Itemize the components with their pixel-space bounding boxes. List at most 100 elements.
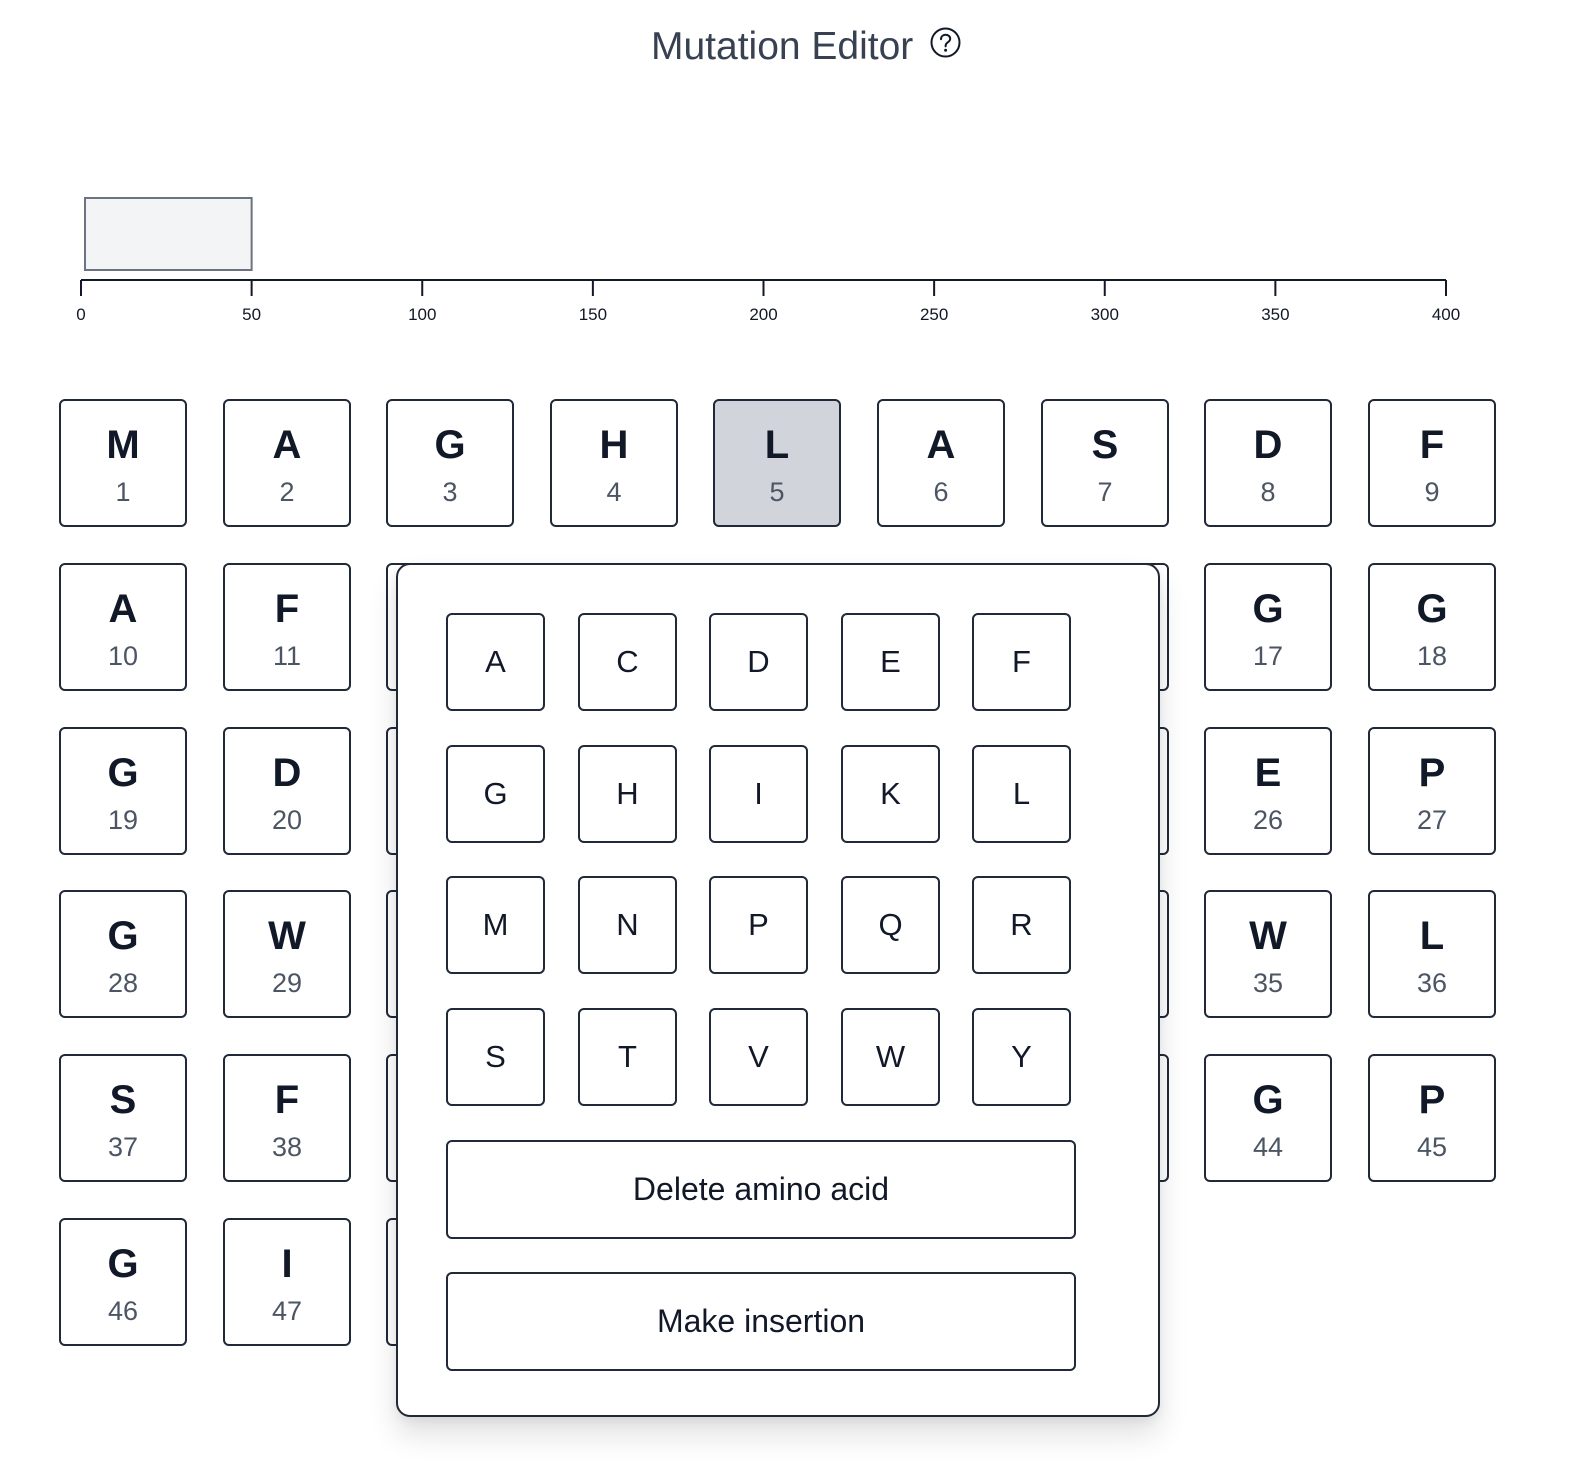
residue-position: 3 xyxy=(442,477,458,507)
residue-letter: G xyxy=(107,1242,139,1286)
residue-position: 38 xyxy=(271,1132,303,1162)
axis-tick-label: 150 xyxy=(579,305,607,324)
residue-letter: G xyxy=(1416,587,1448,631)
amino-acid-option-w[interactable]: W xyxy=(841,1008,940,1106)
residue-position: 28 xyxy=(107,968,139,998)
residue-letter: G xyxy=(1252,587,1284,631)
axis-tick-label: 0 xyxy=(76,305,85,324)
amino-acid-option-p[interactable]: P xyxy=(709,876,808,974)
residue-letter: G xyxy=(1252,1078,1284,1122)
residue-letter: F xyxy=(1419,423,1445,467)
amino-acid-option-i[interactable]: I xyxy=(709,745,808,843)
residue-position: 19 xyxy=(107,805,139,835)
residue-position: 20 xyxy=(271,805,303,835)
residue-letter: G xyxy=(434,423,466,467)
amino-acid-option-m[interactable]: M xyxy=(446,876,545,974)
residue-letter: P xyxy=(1418,751,1446,795)
residue-cell[interactable]: P 27 xyxy=(1368,727,1496,855)
residue-letter: I xyxy=(281,1242,293,1286)
amino-acid-option-d[interactable]: D xyxy=(709,613,808,711)
residue-letter: L xyxy=(1419,914,1445,958)
residue-letter: D xyxy=(272,751,302,795)
residue-letter: A xyxy=(926,423,956,467)
residue-cell[interactable]: G 17 xyxy=(1204,563,1332,691)
residue-cell[interactable]: W 29 xyxy=(223,890,351,1018)
residue-letter: L xyxy=(764,423,790,467)
residue-letter: S xyxy=(1091,423,1119,467)
amino-acid-option-l[interactable]: L xyxy=(972,745,1071,843)
amino-acid-option-q[interactable]: Q xyxy=(841,876,940,974)
axis-tick-label: 250 xyxy=(920,305,948,324)
amino-acid-option-r[interactable]: R xyxy=(972,876,1071,974)
residue-position: 10 xyxy=(107,641,139,671)
amino-acid-option-h[interactable]: H xyxy=(578,745,677,843)
amino-acid-option-f[interactable]: F xyxy=(972,613,1071,711)
residue-letter: D xyxy=(1253,423,1283,467)
residue-letter: A xyxy=(272,423,302,467)
amino-acid-option-e[interactable]: E xyxy=(841,613,940,711)
residue-position: 7 xyxy=(1097,477,1113,507)
residue-letter: F xyxy=(274,587,300,631)
residue-position: 17 xyxy=(1252,641,1284,671)
residue-position: 6 xyxy=(933,477,949,507)
residue-cell[interactable]: W 35 xyxy=(1204,890,1332,1018)
amino-acid-option-y[interactable]: Y xyxy=(972,1008,1071,1106)
amino-acid-option-a[interactable]: A xyxy=(446,613,545,711)
amino-acid-option-c[interactable]: C xyxy=(578,613,677,711)
axis-tick-label: 100 xyxy=(408,305,436,324)
residue-position: 9 xyxy=(1424,477,1440,507)
residue-cell[interactable]: I 47 xyxy=(223,1218,351,1346)
residue-letter: M xyxy=(106,423,140,467)
axis-tick-label: 200 xyxy=(749,305,777,324)
residue-letter: W xyxy=(1249,914,1287,958)
question-circle-icon[interactable] xyxy=(930,27,961,58)
amino-acid-option-s[interactable]: S xyxy=(446,1008,545,1106)
residue-letter: A xyxy=(108,587,138,631)
residue-position: 26 xyxy=(1252,805,1284,835)
residue-position: 27 xyxy=(1416,805,1448,835)
amino-acid-option-n[interactable]: N xyxy=(578,876,677,974)
delete-amino-acid-button[interactable]: Delete amino acid xyxy=(446,1140,1076,1239)
residue-position: 36 xyxy=(1416,968,1448,998)
amino-acid-option-v[interactable]: V xyxy=(709,1008,808,1106)
residue-letter: W xyxy=(268,914,306,958)
residue-position: 29 xyxy=(271,968,303,998)
amino-acid-option-g[interactable]: G xyxy=(446,745,545,843)
header: Mutation Editor xyxy=(0,22,1572,72)
residue-cell[interactable]: D 20 xyxy=(223,727,351,855)
residue-cell[interactable]: G 46 xyxy=(59,1218,187,1346)
view-window-brush[interactable] xyxy=(84,197,253,271)
residue-cell[interactable]: L 36 xyxy=(1368,890,1496,1018)
residue-cell[interactable]: A 10 xyxy=(59,563,187,691)
residue-position: 46 xyxy=(107,1296,139,1326)
page-title: Mutation Editor xyxy=(651,25,914,68)
residue-position: 2 xyxy=(279,477,295,507)
residue-position: 47 xyxy=(271,1296,303,1326)
make-insertion-button[interactable]: Make insertion xyxy=(446,1272,1076,1371)
residue-position: 35 xyxy=(1252,968,1284,998)
amino-acid-option-k[interactable]: K xyxy=(841,745,940,843)
axis-tick-label: 350 xyxy=(1261,305,1289,324)
amino-acid-option-t[interactable]: T xyxy=(578,1008,677,1106)
